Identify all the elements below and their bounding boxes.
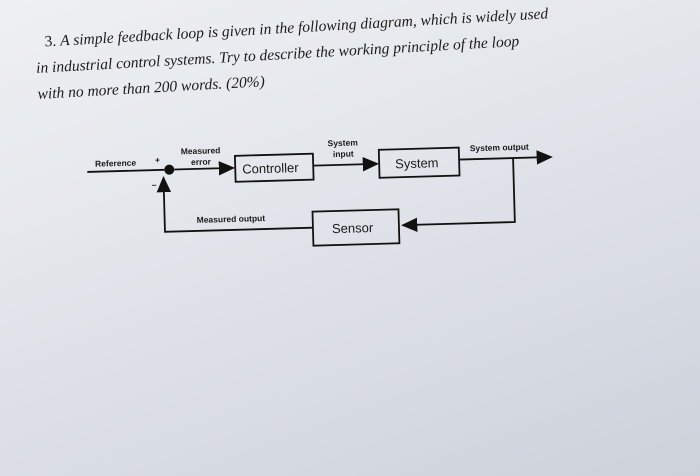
system-input-line xyxy=(313,157,379,172)
summing-junction xyxy=(164,164,175,175)
controller-label: Controller xyxy=(242,160,299,177)
question-text: 3. A simple feedback loop is given in th… xyxy=(34,0,637,108)
reference-line xyxy=(87,168,165,173)
measured-error-label-2: error xyxy=(191,156,212,167)
measured-error-label-1: Measured xyxy=(181,145,221,156)
system-output-line xyxy=(459,150,553,165)
measured-output-line xyxy=(156,176,313,233)
controller-box xyxy=(233,152,315,183)
system-box xyxy=(377,146,461,179)
system-label: System xyxy=(395,155,439,171)
sensor-box xyxy=(311,208,401,247)
system-input-label-1: System xyxy=(327,137,358,148)
sensor-label: Sensor xyxy=(332,220,374,236)
error-line xyxy=(174,161,236,176)
measured-output-label: Measured output xyxy=(197,213,266,225)
feedback-loop-diagram: Reference + − Measured error Controller … xyxy=(84,127,567,255)
feedback-down-line xyxy=(401,158,516,232)
minus-sign: − xyxy=(152,180,157,190)
system-output-label: System output xyxy=(470,142,529,154)
diagram-svg: Reference + − Measured error Controller … xyxy=(87,137,553,247)
plus-sign: + xyxy=(155,155,160,165)
system-input-label-2: input xyxy=(333,149,354,160)
reference-label: Reference xyxy=(95,158,137,169)
question-number: 3. xyxy=(44,32,57,51)
